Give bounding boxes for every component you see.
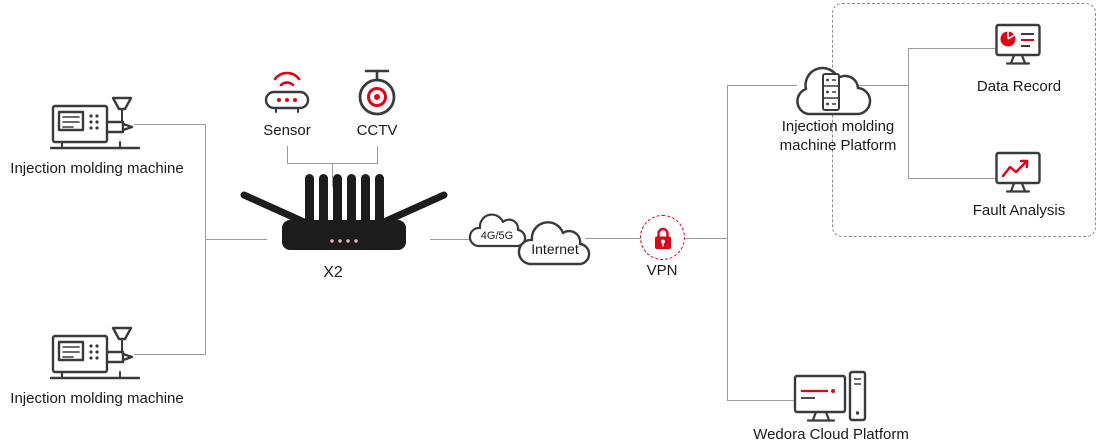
cctv-label: CCTV — [356, 122, 398, 139]
connector-line — [856, 85, 909, 86]
connector-line — [585, 238, 640, 239]
vpn-label: VPN — [646, 262, 678, 279]
connector-line — [287, 146, 288, 164]
sensor-icon — [259, 64, 315, 123]
router-icon — [238, 170, 450, 261]
lock-icon — [654, 227, 671, 249]
internet-cloud-icon: 4G/5G Internet — [468, 204, 618, 277]
connector-line — [134, 354, 206, 355]
sensor-label: Sensor — [263, 122, 311, 139]
machine-bottom-label: Injection molding machine — [10, 390, 184, 407]
machine-top-label: Injection molding machine — [10, 160, 184, 177]
connector-line — [685, 238, 728, 239]
connector-line — [205, 239, 267, 240]
connector-line — [727, 85, 797, 86]
connector-line — [908, 178, 996, 179]
platform-cloud-server-icon — [790, 50, 872, 127]
injection-molding-machine-icon — [49, 322, 142, 391]
cloud-internet-label: Internet — [531, 241, 579, 257]
connector-line — [908, 48, 909, 179]
data-record-icon — [994, 22, 1044, 77]
fault-analysis-icon — [994, 150, 1044, 205]
connector-line — [430, 239, 490, 240]
wedora-label: Wedora Cloud Platform — [753, 426, 909, 443]
injection-molding-machine-icon — [49, 92, 142, 161]
wedora-computer-icon — [793, 370, 869, 435]
connector-line — [332, 163, 333, 187]
platform-group-box — [832, 3, 1096, 237]
connector-line — [134, 124, 206, 125]
connector-line — [908, 48, 996, 49]
connector-line — [727, 85, 728, 401]
connector-line — [727, 400, 797, 401]
connector-line — [377, 146, 378, 164]
vpn-icon — [640, 215, 685, 260]
router-label: X2 — [323, 264, 343, 281]
platform-label: Injection molding machine Platform — [779, 118, 897, 154]
cloud-4g5g-label: 4G/5G — [481, 230, 513, 242]
fault-analysis-label: Fault Analysis — [972, 202, 1066, 219]
data-record-label: Data Record — [976, 78, 1062, 95]
cctv-icon — [354, 68, 400, 125]
